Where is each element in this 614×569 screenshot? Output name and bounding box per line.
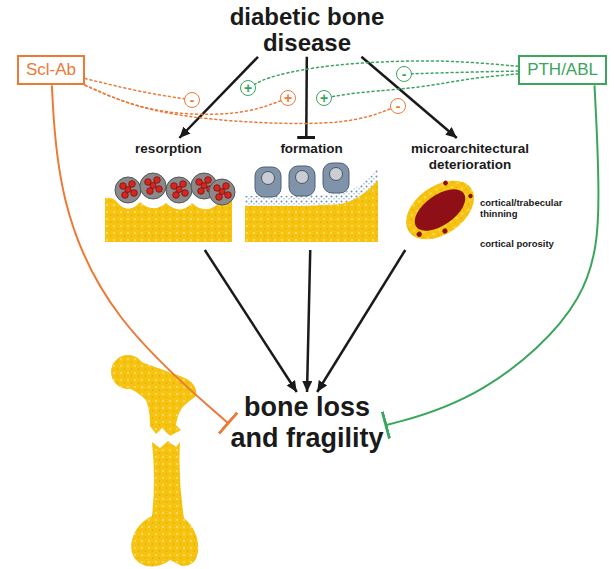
node-text: diabetic bone disease: [229, 4, 385, 57]
annotation-label: cortical/trabecular thinning: [480, 197, 566, 220]
node-text: +: [284, 92, 292, 104]
node-text: PTH/ABL: [527, 60, 598, 80]
resorbing-bone: [105, 198, 232, 242]
effect-sign: -: [396, 66, 412, 82]
node-text: +: [320, 92, 328, 104]
node-text: +: [244, 82, 252, 94]
effect-sign: +: [240, 80, 256, 96]
node-text: formation: [245, 141, 378, 157]
node-text: microarchitectural deterioration: [395, 141, 545, 173]
node-text: bone loss and fragility: [229, 392, 386, 454]
effect-link: [412, 71, 518, 74]
node-text: -: [396, 100, 401, 112]
outcome-text: bone loss and fragility: [229, 392, 386, 454]
effect-link: [85, 79, 184, 99]
node-text: resorption: [105, 141, 232, 157]
effect-sign: +: [280, 90, 296, 106]
pathway-arrow: [52, 85, 229, 423]
broken-femur: [111, 355, 198, 566]
effect-link: [332, 74, 518, 97]
effect-sign: -: [184, 92, 200, 108]
node-text: -: [402, 68, 407, 80]
pathway-arrow: [205, 250, 297, 392]
drug-box: Scl-Ab: [17, 55, 85, 85]
effect-link: [255, 61, 518, 84]
effect-link: [85, 85, 390, 123]
pathway-arrow: [179, 57, 258, 138]
effect-sign: +: [316, 90, 332, 106]
osteoblasts: [255, 163, 349, 197]
pathway-arrow: [386, 85, 599, 425]
bone-cross-section: [395, 169, 485, 252]
disease-heading: diabetic bone disease: [229, 4, 385, 57]
node-text: -: [190, 94, 195, 106]
effect-sign: -: [390, 98, 406, 114]
node-text: Scl-Ab: [26, 60, 76, 80]
pathway-arrow: [307, 250, 310, 392]
pathway-arrow: [361, 57, 456, 138]
drug-box: PTH/ABL: [518, 55, 607, 85]
osteoclasts: [115, 173, 235, 205]
process-panel: microarchitectural deterioration: [395, 138, 545, 250]
annotation-label: cortical porosity: [480, 238, 554, 249]
process-panel: formation: [245, 138, 378, 250]
pathway-arrow: [317, 250, 405, 392]
process-panel: resorption: [105, 138, 232, 250]
